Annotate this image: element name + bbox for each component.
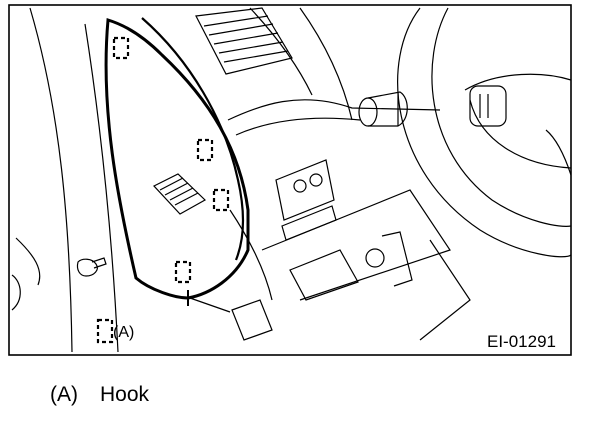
wheel-switch: [469, 85, 507, 127]
hook-4: [174, 260, 192, 284]
callout-a-label: (A): [113, 324, 134, 341]
lower-knob: [365, 248, 385, 268]
legend-text: Hook: [100, 383, 150, 406]
hooks: [96, 36, 230, 344]
hook-2: [196, 138, 214, 162]
legend-key: (A): [50, 383, 78, 406]
legend: (A) Hook: [50, 383, 149, 407]
side-cover-panel: [104, 17, 250, 306]
cover-grille: [153, 173, 206, 215]
hook-legend-symbol: [96, 318, 114, 344]
line-art: [11, 7, 572, 353]
hook-3: [212, 188, 230, 212]
hook-1: [112, 36, 130, 60]
bolt-detail: [76, 258, 98, 277]
figure-code: EI-01291: [487, 332, 556, 351]
steering-wheel: [397, 7, 572, 258]
switch-panel: [275, 159, 337, 241]
figure-frame: [8, 4, 572, 356]
air-vent-upper: [195, 7, 293, 75]
